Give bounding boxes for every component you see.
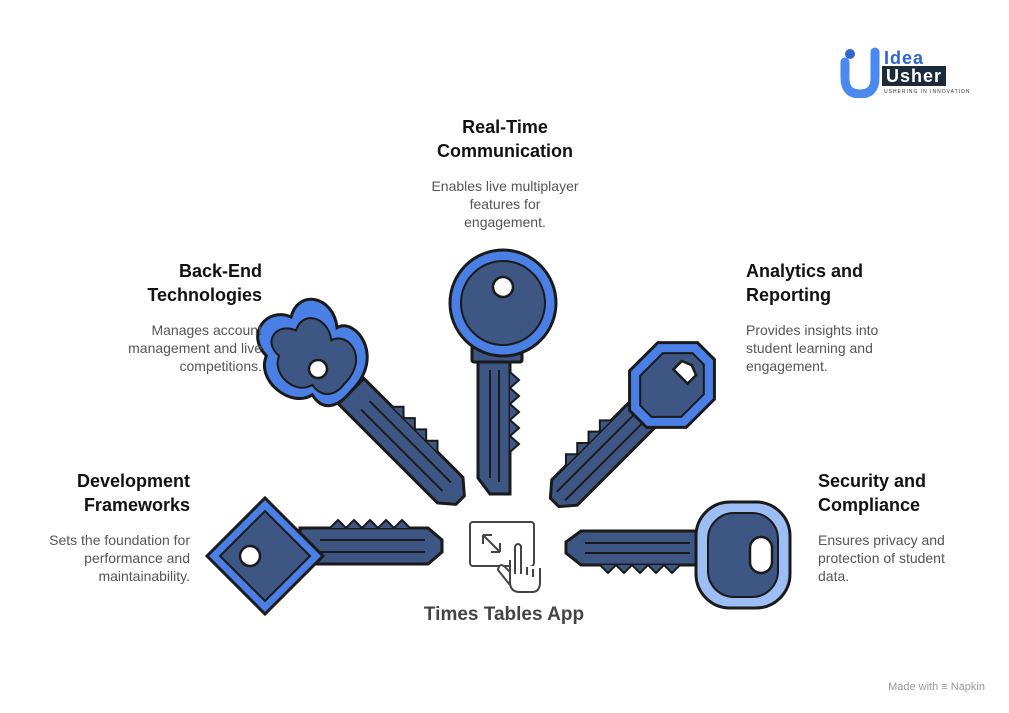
logo-tagline: USHERING IN INNOVATION [884, 89, 971, 95]
analytics-title: Analytics and Reporting [746, 261, 864, 305]
development-key [204, 495, 444, 617]
realtime-block: Real-Time Communication Enables live mul… [405, 115, 605, 231]
analytics-block: Analytics and Reporting Provides insight… [746, 259, 936, 375]
center-label: Times Tables App [423, 604, 585, 625]
footer-made-with: Made with [888, 681, 939, 693]
backend-desc: Manages account management and live comp… [128, 322, 262, 374]
security-block: Security and Compliance Ensures privacy … [818, 469, 998, 585]
logo-line2: Usher [882, 66, 947, 86]
napkin-icon: ≡ [941, 681, 948, 693]
analytics-key [548, 341, 716, 509]
backend-key [256, 297, 466, 506]
development-block: Development Frameworks Sets the foundati… [20, 469, 190, 585]
realtime-desc: Enables live multiplayer features for en… [431, 178, 579, 230]
realtime-title: Real-Time Communication [436, 117, 573, 161]
made-with-napkin[interactable]: Made with ≡ Napkin [888, 681, 985, 693]
security-desc: Ensures privacy and protection of studen… [818, 532, 945, 584]
security-title: Security and Compliance [818, 471, 927, 515]
app-icon [469, 521, 541, 593]
development-desc: Sets the foundation for performance and … [49, 532, 190, 584]
security-key [564, 500, 792, 610]
backend-block: Back-End Technologies Manages account ma… [92, 259, 262, 375]
logo-line1: Idea [884, 48, 925, 68]
idea-usher-logo: Idea Usher USHERING IN INNOVATION [840, 46, 970, 98]
realtime-key [448, 248, 558, 496]
development-title: Development Frameworks [76, 471, 190, 515]
backend-title: Back-End Technologies [147, 261, 262, 305]
logo-u-icon [840, 47, 880, 98]
footer-brand: Napkin [950, 681, 985, 693]
analytics-desc: Provides insights into student learning … [746, 322, 879, 374]
